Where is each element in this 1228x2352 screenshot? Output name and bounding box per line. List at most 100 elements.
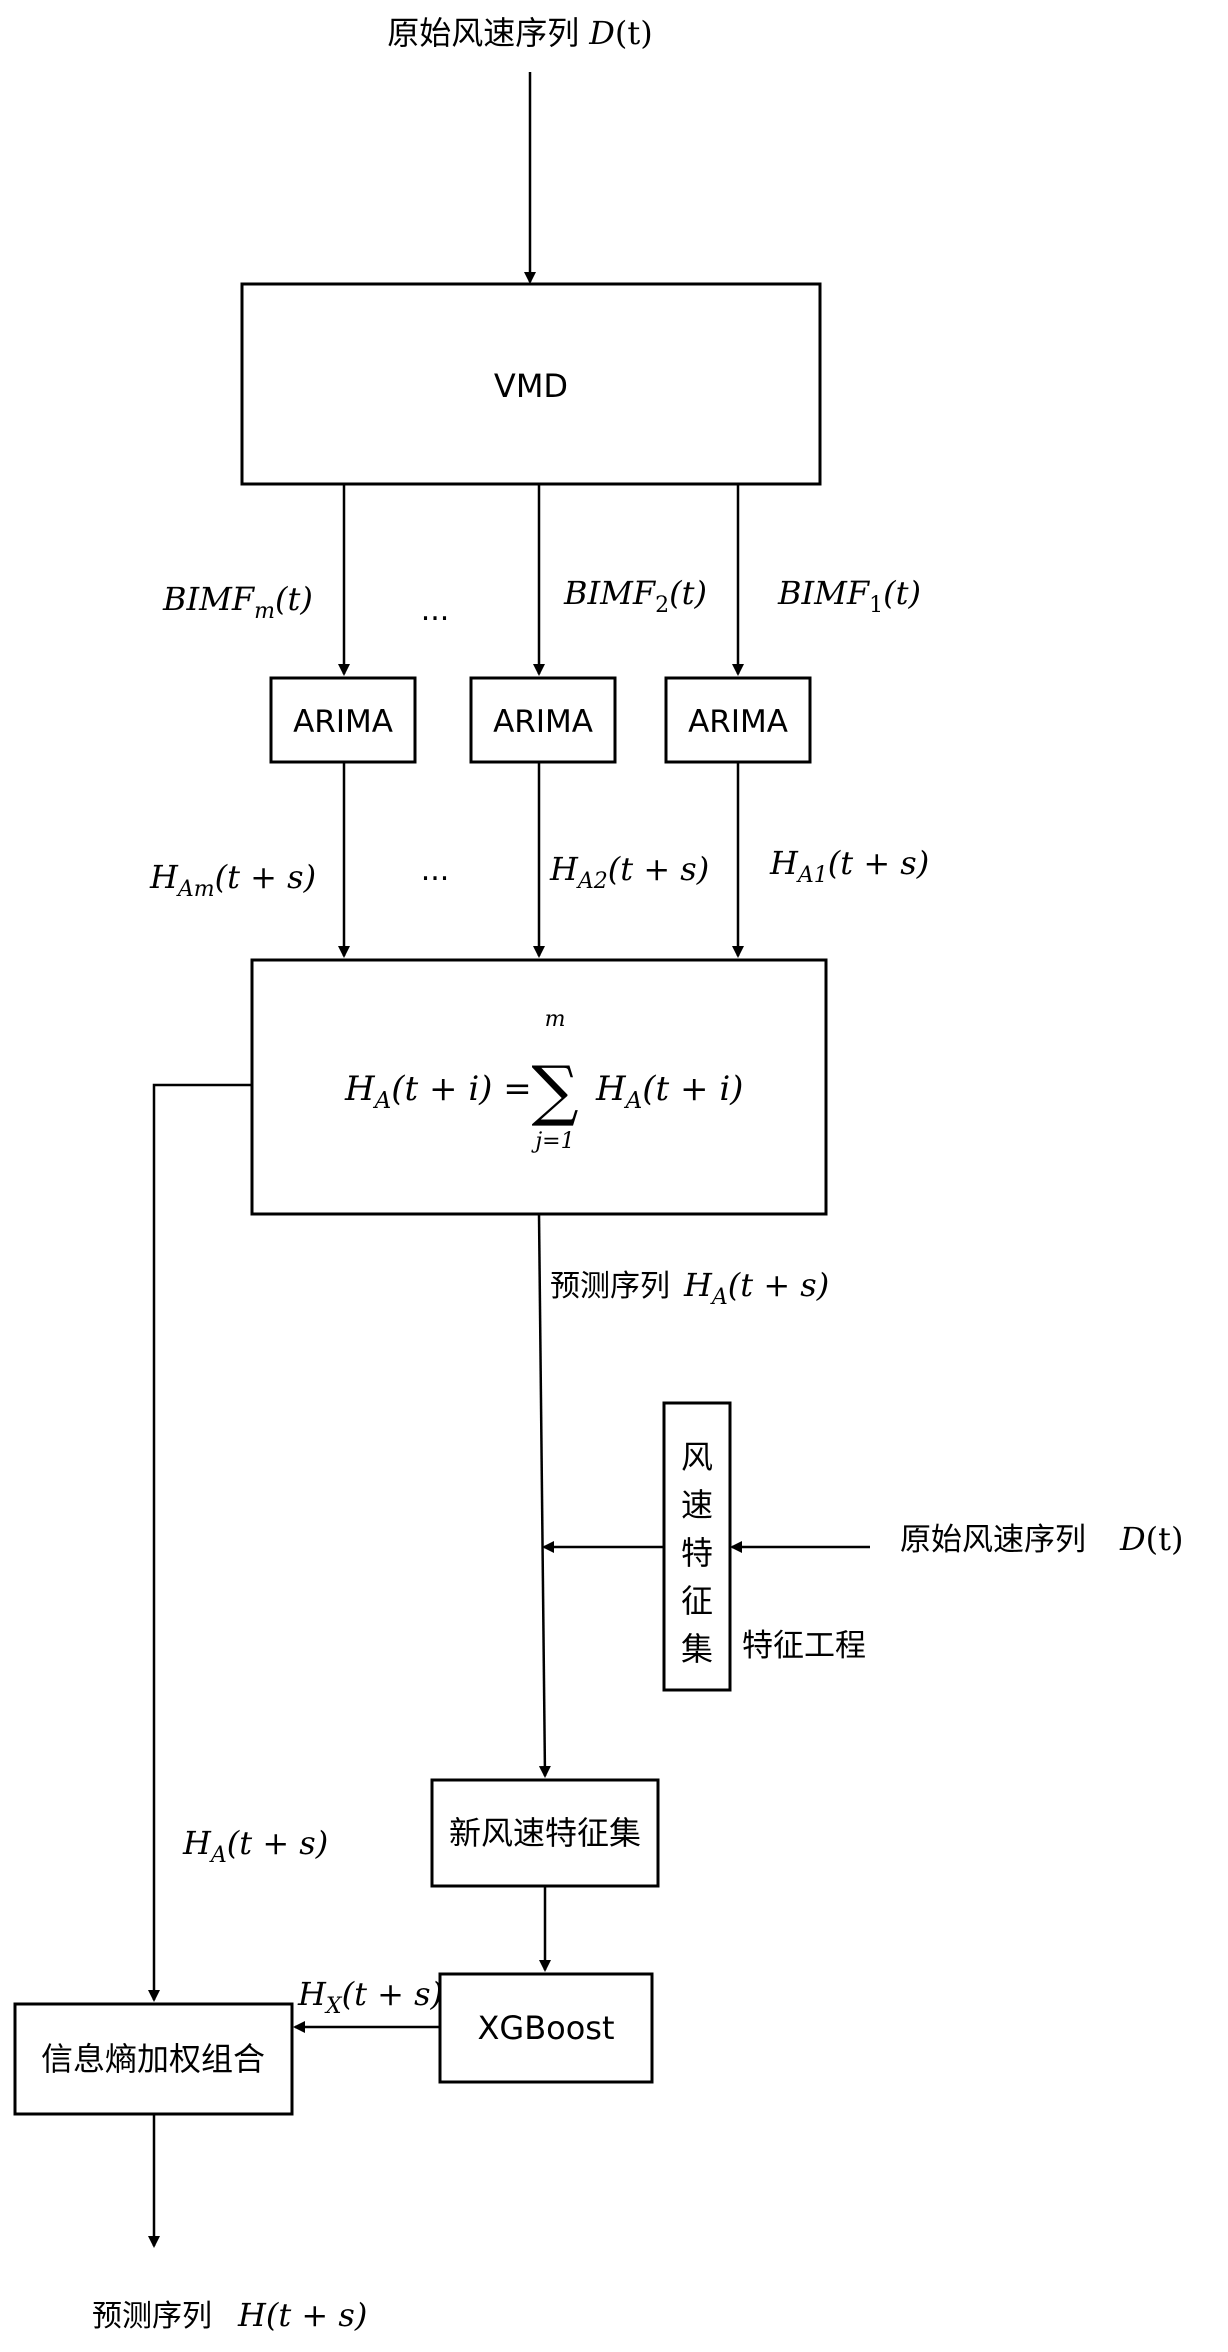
left-ha-sub: A: [209, 1843, 227, 1868]
ellipsis-row1: ...: [421, 593, 450, 628]
svg-text:BIMF1(t): BIMF1(t): [777, 574, 921, 618]
output-text: 预测序列: [92, 2299, 212, 2334]
bimf-2-base: BIMF: [563, 574, 657, 612]
label-hx: HX(t + s): [297, 1975, 443, 2019]
svg-text:HX(t + s): HX(t + s): [297, 1975, 443, 2019]
xgboost-label: XGBoost: [477, 2009, 614, 2047]
feature-char-4: 征: [681, 1582, 713, 1620]
h-a2-base: H: [549, 850, 579, 888]
bimf-1-arg: (t): [883, 574, 921, 612]
sum-sigma: ∑: [531, 1052, 578, 1129]
svg-text:BIMF2(t): BIMF2(t): [563, 574, 707, 618]
label-h-am: HAm(t + s): [149, 858, 316, 902]
label-left-ha: HA(t + s): [182, 1824, 328, 1868]
input-right-symbol: D: [1119, 1520, 1146, 1558]
input-top-arg: (t): [615, 14, 653, 52]
h-a1-arg: (t + s): [828, 844, 929, 882]
bimf-1-base: BIMF: [777, 574, 871, 612]
hx-sub: X: [324, 1994, 343, 2019]
feature-char-3: 特: [681, 1534, 713, 1572]
sum-rhs-arg: (t + i): [642, 1069, 743, 1109]
output-label: 预测序列 H(t + s): [92, 2296, 367, 2334]
hx-base: H: [297, 1975, 327, 2013]
bimf-2-arg: (t): [669, 574, 707, 612]
vmd-label: VMD: [494, 367, 568, 405]
xgboost-box: [438, 1972, 654, 2084]
sum-lhs-sub: A: [373, 1088, 392, 1114]
vmd-box: [240, 282, 822, 486]
bimf-m-sub: m: [254, 599, 275, 624]
svg-text:HA1(t + s): HA1(t + s): [769, 844, 929, 888]
bimf-m-arg: (t): [275, 580, 313, 618]
arima-label-2: ARIMA: [493, 704, 593, 740]
feature-char-1: 风: [681, 1438, 713, 1476]
label-bimf-2: BIMF2(t): [563, 574, 707, 618]
sum-box: [250, 958, 828, 1216]
forecast-seq-sub: A: [710, 1285, 728, 1310]
h-am-base: H: [149, 858, 179, 896]
new-feature-set-box: [430, 1778, 660, 1888]
combine-box: [13, 2002, 294, 2116]
h-a1-base: H: [769, 844, 799, 882]
label-bimf-m: BIMFm(t): [162, 580, 313, 624]
label-h-a2: HA2(t + s): [549, 850, 709, 894]
arima-label-m: ARIMA: [293, 704, 393, 740]
input-top-text: 原始风速序列: [387, 14, 579, 52]
label-forecast-seq: 预测序列 HA(t + s): [550, 1266, 829, 1310]
bimf-m-base: BIMF: [162, 580, 256, 618]
combine-label: 信息熵加权组合: [41, 2040, 265, 2078]
left-ha-base: H: [182, 1824, 212, 1862]
hx-arg: (t + s): [342, 1975, 443, 2013]
input-right-text: 原始风速序列: [900, 1522, 1086, 1558]
svg-text:HA(t + s): HA(t + s): [182, 1824, 328, 1868]
left-ha-arg: (t + s): [227, 1824, 328, 1862]
input-right-label: 原始风速序列 D(t): [900, 1520, 1183, 1558]
label-bimf-1: BIMF1(t): [777, 574, 921, 618]
new-feature-set-label: 新风速特征集: [449, 1814, 641, 1852]
sum-formula: HA(t + i) = m ∑ j=1 HA(t + i): [344, 1007, 743, 1154]
feature-set-vertical-label: 风 速 特 征 集: [681, 1438, 713, 1668]
h-a2-arg: (t + s): [608, 850, 709, 888]
h-am-arg: (t + s): [215, 858, 316, 896]
h-a1-sub: A1: [796, 863, 828, 888]
svg-text:HA2(t + s): HA2(t + s): [549, 850, 709, 894]
output-base: H: [237, 2296, 267, 2334]
feature-char-2: 速: [681, 1486, 713, 1524]
ellipsis-row2: ...: [421, 853, 450, 888]
svg-text:HAm(t + s): HAm(t + s): [149, 858, 316, 902]
sum-lower: j=1: [530, 1129, 574, 1154]
arima-box-2: [469, 676, 617, 764]
svg-text:HA(t + i): HA(t + i): [595, 1069, 743, 1114]
sum-upper: m: [545, 1007, 566, 1032]
feature-engineering-label: 特征工程: [742, 1628, 866, 1664]
svg-text:HA(t + i) =: HA(t + i) =: [344, 1069, 532, 1114]
arrow-sum-to-combine: [148, 1083, 252, 2002]
h-am-sub: Am: [176, 877, 215, 902]
arima-label-1: ARIMA: [688, 704, 788, 740]
input-right-arg: (t): [1146, 1520, 1184, 1558]
sum-rhs-base: H: [595, 1069, 627, 1109]
bimf-2-sub: 2: [655, 593, 669, 618]
arima-box-1: [664, 676, 812, 764]
feature-char-5: 集: [681, 1630, 713, 1668]
sum-lhs-base: H: [344, 1069, 376, 1109]
forecast-seq-arg: (t + s): [728, 1266, 829, 1304]
h-a2-sub: A2: [576, 869, 608, 894]
forecast-seq-base: H: [683, 1266, 713, 1304]
arrow-sum-to-new-feature-set: [537, 1213, 551, 1778]
label-h-a1: HA1(t + s): [769, 844, 929, 888]
feature-set-box: [662, 1401, 732, 1692]
bimf-1-sub: 1: [869, 593, 883, 618]
output-arg: (t + s): [266, 2296, 367, 2334]
sum-rhs-sub: A: [624, 1088, 643, 1114]
forecast-seq-text: 预测序列: [550, 1269, 670, 1304]
input-top-symbol: D: [588, 14, 615, 52]
svg-text:BIMFm(t): BIMFm(t): [162, 580, 313, 624]
sum-lhs-arg: (t + i) =: [391, 1069, 531, 1109]
